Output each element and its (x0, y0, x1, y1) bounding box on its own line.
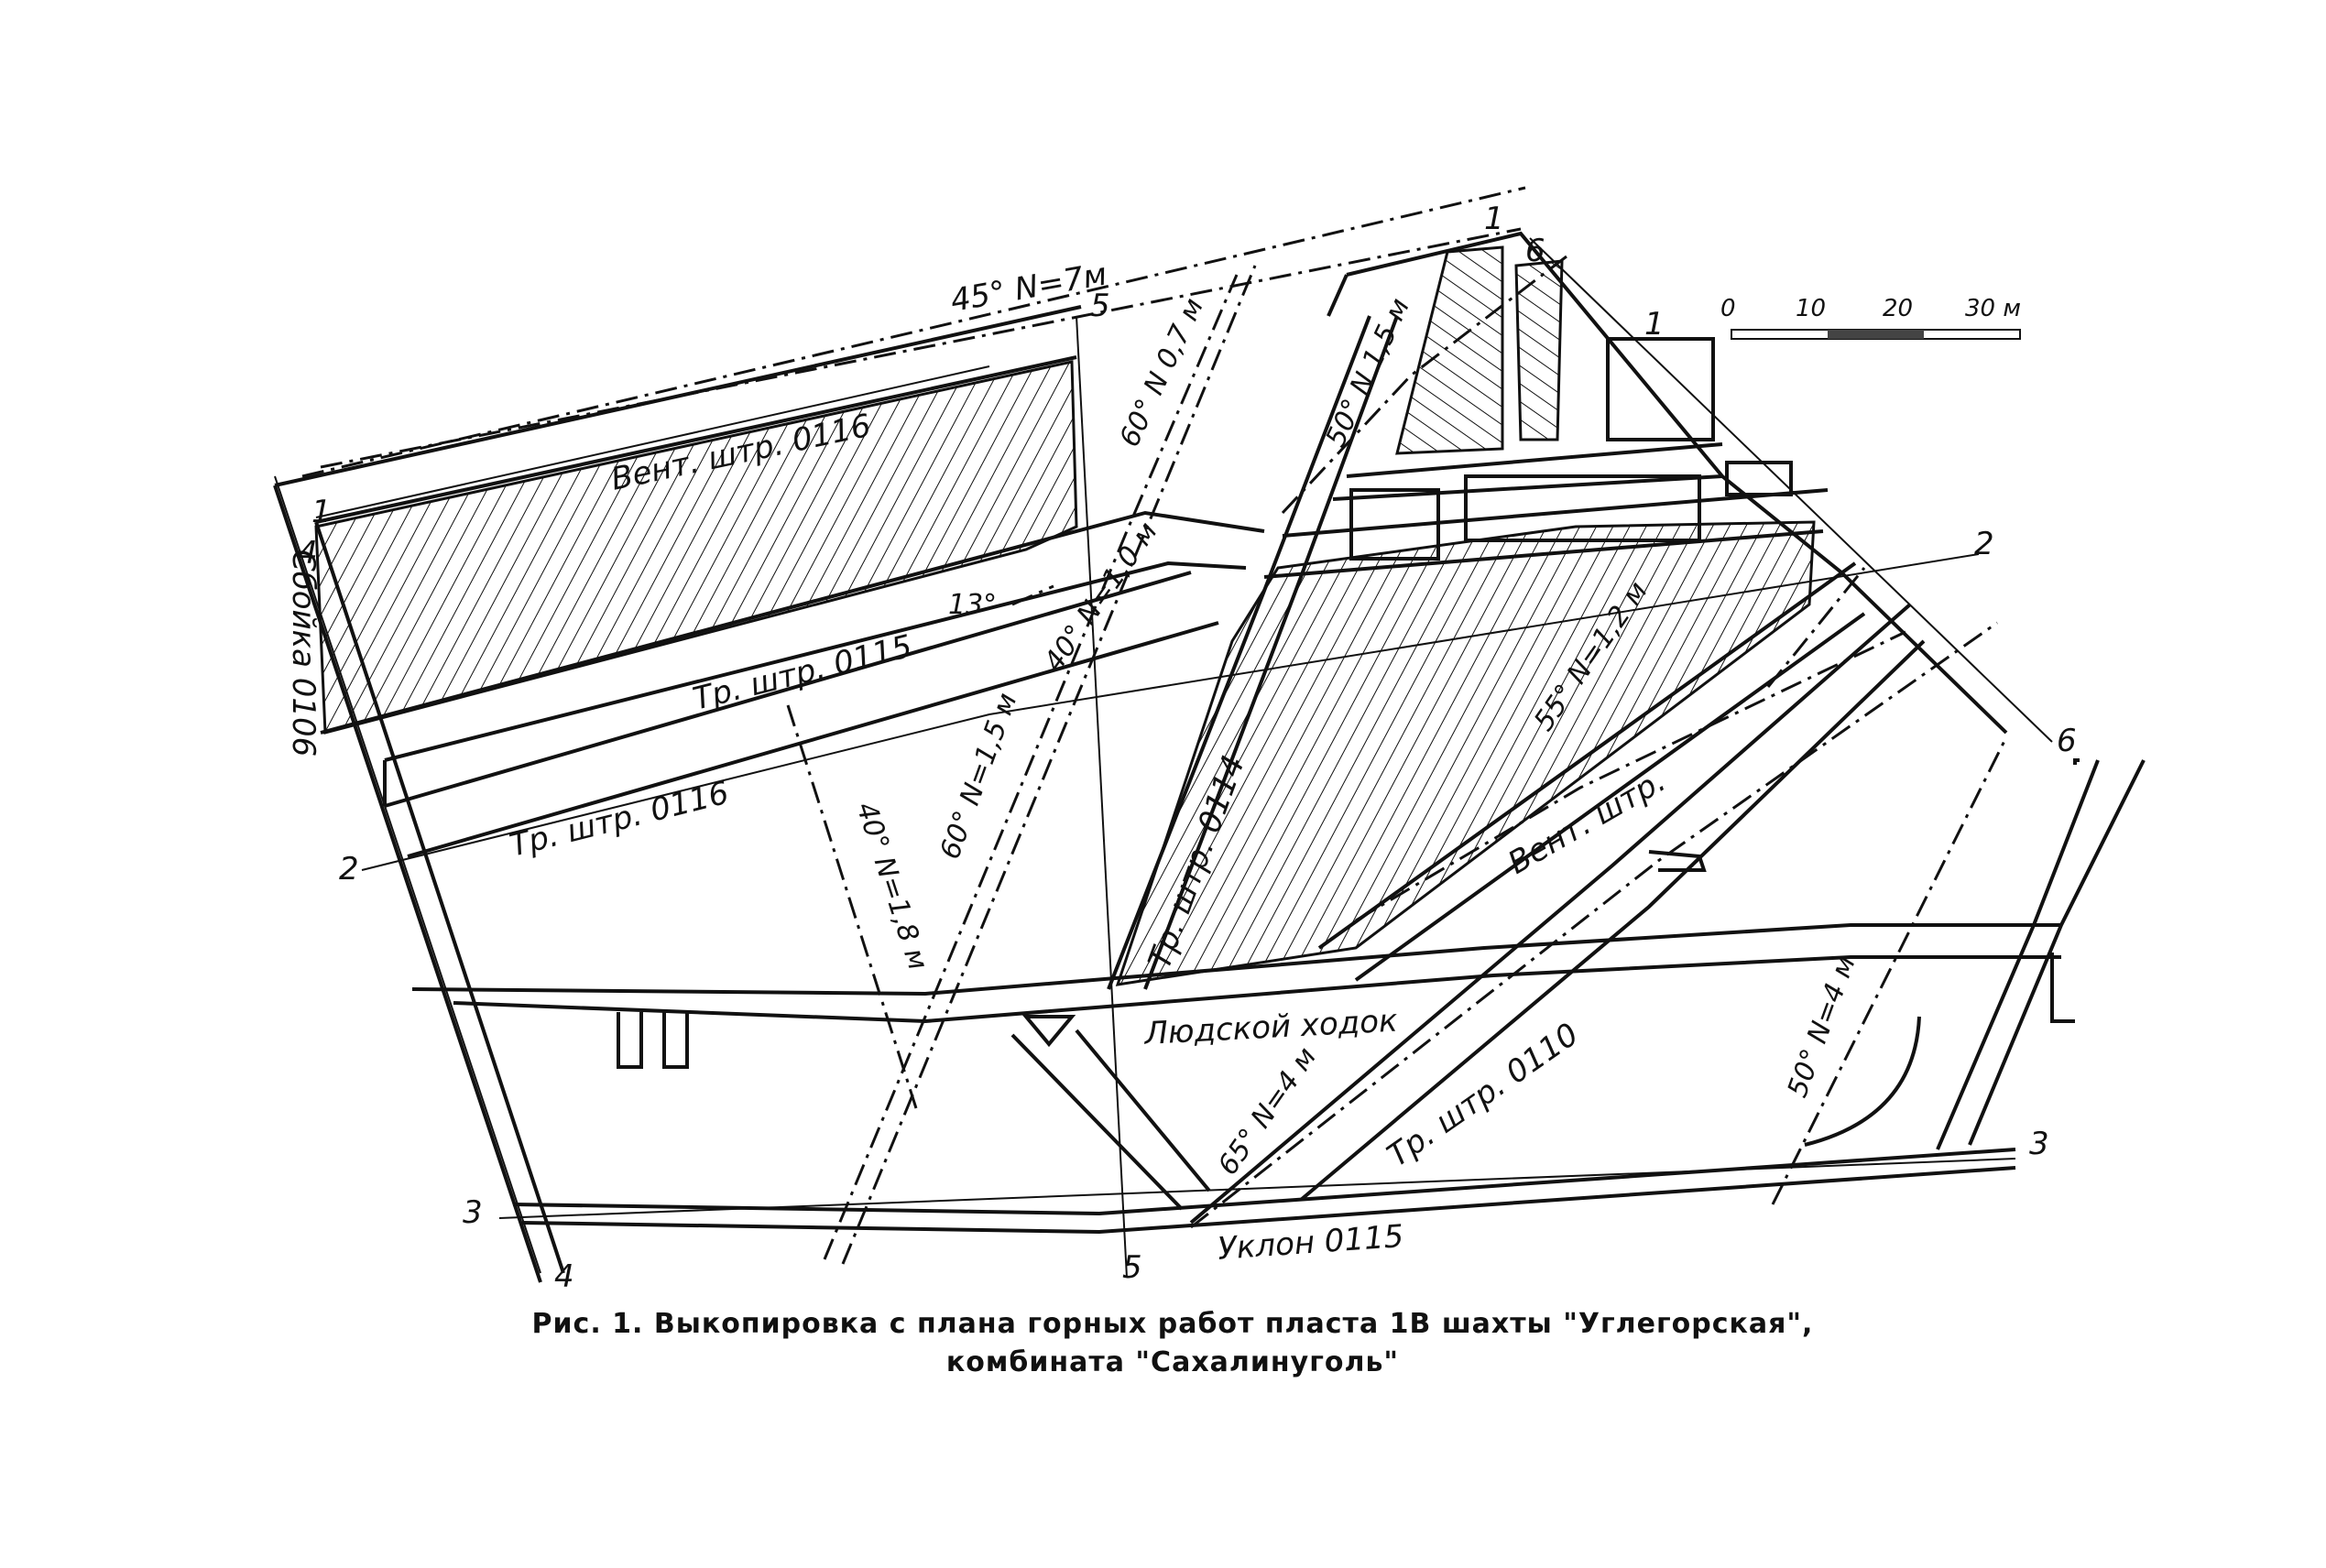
mined-area-north (1395, 245, 1504, 455)
fault-40-18 (786, 704, 918, 1109)
fault-65-4 (1190, 621, 1998, 1229)
figure-caption: Рис. 1. Выкопировка с плана горных работ… (275, 1305, 2070, 1382)
scale-label-10: 10 (1796, 295, 1826, 322)
label-svoika-0106: Сбойка 0106 (285, 550, 322, 757)
label-fault-40-18: 40° N=1,8 м (849, 799, 934, 975)
tr0115-south (384, 561, 1247, 762)
label-fault-60-15: 60° N=1,5 м (934, 689, 1024, 864)
label-tr-0116: Тр. штр. 0116 (507, 775, 733, 865)
mark-3-west: 3 (463, 1194, 483, 1231)
label-tr-0110: Тр. штр. 0110 (1381, 1016, 1585, 1174)
label-fault-40-10: 40° N=1,0 м (1038, 517, 1164, 678)
label-fault-13: 13° (948, 589, 997, 621)
vent-east-segment (1346, 442, 1723, 478)
label-fault-50-4: 50° N=4 м (1782, 952, 1862, 1102)
label-lyudskoy: Людской ходок (1141, 1003, 1399, 1053)
section-line-4-4 (274, 475, 541, 1274)
scale-label-0: 0 (1720, 295, 1736, 322)
tr0115-north (320, 510, 1265, 735)
drift-upper-south (1263, 529, 1824, 579)
boundary-west-inner (314, 521, 565, 1274)
mark-6-north: 6 (1525, 233, 1545, 269)
section-marks: 1 1 1 2 2 3 3 4 4 5 5 6 6 (298, 201, 2077, 1295)
mark-1-north: 1 (1484, 201, 1504, 237)
tr0114-west (1107, 315, 1371, 990)
section-line-5-5 (1076, 315, 1128, 1279)
lyudskoy-south (453, 955, 2061, 1024)
vent-upper-inner (1327, 274, 1349, 317)
mark-4-south: 4 (554, 1258, 574, 1295)
lyudskoy-north (411, 923, 2061, 996)
mark-6-east: 6 (2057, 723, 2077, 759)
mine-workings (273, 231, 2146, 1283)
vent-diag-north (1317, 561, 1857, 950)
uklon-south (521, 1166, 2016, 1235)
fault-north-boundary (301, 186, 1526, 478)
label-uklon-0115: Уклон 0115 (1217, 1218, 1405, 1268)
ladderway-stub-2 (662, 1012, 689, 1069)
fault-60-15 (823, 274, 1239, 1260)
east-arc (1804, 1016, 1921, 1147)
mark-3-east: 3 (2029, 1126, 2049, 1162)
vent-east-segment-2 (1332, 474, 1723, 501)
mined-out-areas (314, 245, 1816, 986)
drift-upper-north (1282, 488, 1829, 538)
boundary-west (273, 485, 542, 1283)
central-branch-west (1010, 1033, 1184, 1211)
tr0116-north (384, 571, 1192, 808)
tr0110-north (1189, 603, 1912, 1225)
label-fault-45: 45° N=7м (948, 256, 1110, 320)
section-lines (274, 237, 2053, 1279)
room-2 (1464, 474, 1701, 542)
east-drift-east (1968, 759, 2146, 1146)
fault-13 (1011, 584, 1054, 606)
room-4 (1725, 461, 1793, 496)
vent-stub (1648, 850, 1707, 872)
label-fault-60-07: 60° N 0,7 м (1114, 293, 1211, 452)
central-triangle (1021, 1015, 1076, 1048)
boundary-north-inner (315, 355, 1077, 524)
section-line-6-6 (1529, 237, 2053, 743)
fault-50-4 (1771, 736, 2008, 1205)
faults (301, 186, 2008, 1265)
east-stub (2050, 953, 2075, 1023)
mark-1-east: 1 (1644, 306, 1665, 343)
room-3 (1606, 337, 1715, 441)
east-stub-2 (2073, 758, 2080, 765)
mark-2-west: 2 (339, 851, 359, 887)
fault-55-12 (1355, 630, 1906, 922)
room-1 (1349, 488, 1440, 561)
caption-line-1: Рис. 1. Выкопировка с плана горных работ… (531, 1308, 1814, 1340)
east-drift-west (1936, 759, 2100, 1150)
mark-5-south: 5 (1122, 1249, 1142, 1286)
label-tr-0115: Тр. штр. 0115 (690, 628, 916, 718)
tr0114-east (1143, 315, 1399, 990)
mined-area-north-2 (1514, 259, 1564, 441)
scale-label-30: 30 м (1965, 295, 2021, 322)
mark-2-east: 2 (1974, 526, 1994, 562)
mark-1-west: 1 (311, 494, 332, 530)
mined-area-west (314, 360, 1078, 735)
scale-bar: 0 10 20 30 м (1720, 295, 2021, 340)
tr0116-south (407, 621, 1219, 858)
fault-north-boundary-2 (320, 227, 1522, 469)
section-line-1-1 (315, 365, 990, 518)
mined-area-central (1115, 520, 1816, 986)
fault-east-diag (1766, 567, 1866, 688)
ladderway-stub-1 (617, 1012, 643, 1069)
scale-label-20: 20 (1883, 295, 1913, 322)
mark-4-north: 4 (298, 535, 318, 572)
tr0110-south (1299, 639, 1926, 1202)
scale-bar-fill (1828, 330, 1924, 339)
central-branch-east (1075, 1029, 1211, 1192)
section-line-2-2 (361, 553, 1980, 871)
mark-5-north: 5 (1090, 288, 1110, 324)
caption-line-2: комбината "Сахалинуголь" (945, 1346, 1400, 1378)
section-line-3-3 (498, 1158, 2016, 1219)
